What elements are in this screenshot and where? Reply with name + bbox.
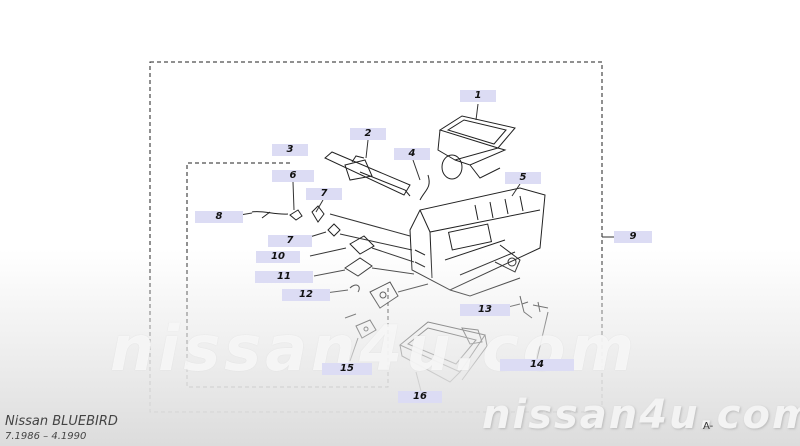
callout-15[interactable]: 15 <box>322 363 372 375</box>
callout-2[interactable]: 2 <box>350 128 386 140</box>
callout-10[interactable]: 10 <box>256 251 300 263</box>
callout-4[interactable]: 4 <box>394 148 430 160</box>
callout-9[interactable]: 9 <box>614 231 652 243</box>
callout-6[interactable]: 6 <box>272 170 314 182</box>
part-control-housing <box>409 187 546 297</box>
callout-16[interactable]: 16 <box>398 391 442 403</box>
callout-7-upper[interactable]: 7 <box>306 188 342 200</box>
part-clips <box>289 205 341 237</box>
callout-13[interactable]: 13 <box>460 304 510 316</box>
part-wire <box>419 174 430 201</box>
watermark-corner: nissan4u.com <box>482 392 800 438</box>
callout-14[interactable]: 14 <box>500 359 574 371</box>
callout-3[interactable]: 3 <box>272 144 308 156</box>
part-rod <box>251 211 289 215</box>
callout-5[interactable]: 5 <box>505 172 541 184</box>
diagram-code: A- <box>703 421 714 432</box>
part-bezel <box>437 115 516 180</box>
callout-12[interactable]: 12 <box>282 289 330 301</box>
production-years: 7.1986 – 4.1990 <box>5 431 87 442</box>
part-brackets <box>344 235 399 309</box>
part-slide-lever <box>324 151 411 197</box>
callout-1[interactable]: 1 <box>460 90 496 102</box>
watermark-center: nissan4u.com <box>110 312 638 385</box>
callout-7-lower[interactable]: 7 <box>268 235 312 247</box>
callout-8[interactable]: 8 <box>195 211 243 223</box>
vehicle-model: Nissan BLUEBIRD <box>5 414 118 429</box>
callout-11[interactable]: 11 <box>255 271 313 283</box>
